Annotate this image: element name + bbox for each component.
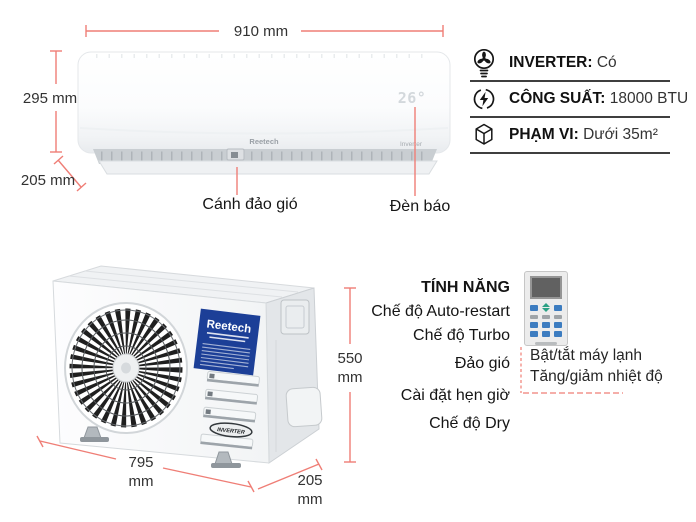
spec-label: CÔNG SUẤT:	[509, 90, 606, 107]
outdoor-unit-graphic: Reetech	[52, 265, 323, 468]
remote-mode-button	[554, 304, 562, 311]
temperature-display: 26°	[398, 89, 427, 107]
outdoor-depth-dimension: 205 mm	[286, 471, 334, 509]
outdoor-height-unit: mm	[337, 369, 363, 386]
remote-button	[554, 322, 562, 328]
feature-swing: Đảo gió	[454, 355, 510, 372]
swing-louver	[98, 160, 438, 175]
outdoor-width-value: 795	[128, 454, 154, 471]
remote-button	[530, 315, 538, 319]
indoor-height-dimension: 295 mm	[22, 90, 78, 107]
indoor-unit-graphic: 26° Reetech Inverter	[77, 51, 451, 175]
outdoor-width-dimension: 795 mm	[117, 453, 165, 491]
outdoor-height-value: 550	[337, 350, 363, 367]
spec-value: Dưới 35m²	[583, 126, 658, 143]
svg-text:INVERTER: INVERTER	[217, 427, 245, 436]
outdoor-height-dimension: 550 mm	[328, 349, 372, 387]
outdoor-depth-unit: mm	[297, 491, 323, 508]
outdoor-vent-slats	[200, 370, 260, 450]
inverter-badge: INVERTER	[209, 422, 253, 438]
remote-power-label: Bật/tắt máy lạnh	[530, 347, 643, 364]
indoor-brand-logo: Reetech	[249, 137, 279, 146]
louver-label: Cánh đảo gió	[202, 196, 298, 213]
power-bolt-icon	[472, 87, 496, 111]
remote-button	[530, 331, 538, 337]
spec-text-coverage: PHẠM VI: Dưới 35m²	[509, 126, 658, 144]
mounting-feet	[80, 426, 241, 468]
dimension-lines	[36, 25, 623, 493]
spec-text-inverter: INVERTER: Có	[509, 54, 617, 72]
remote-screen	[530, 276, 562, 299]
outdoor-width-unit: mm	[128, 473, 154, 490]
fan-grille	[64, 302, 188, 434]
remote-button	[542, 331, 550, 337]
spec-label: INVERTER:	[509, 54, 593, 71]
feature-auto-restart: Chế độ Auto-restart	[371, 303, 510, 320]
feature-timer: Cài đặt hẹn giờ	[400, 387, 510, 404]
spec-text-capacity: CÔNG SUẤT: 18000 BTU	[509, 90, 688, 108]
spec-row-capacity: CÔNG SUẤT: 18000 BTU	[470, 82, 688, 118]
indoor-depth-dimension: 205 mm	[20, 172, 76, 189]
outdoor-depth-value: 205	[297, 472, 323, 489]
remote-button	[554, 315, 562, 319]
pipe-connection-box	[285, 386, 323, 428]
features-title: TÍNH NĂNG	[421, 279, 510, 296]
indicator-light-label: Đèn báo	[389, 198, 451, 215]
remote-button	[530, 322, 538, 328]
spec-value: 18000 BTU	[609, 90, 689, 107]
spec-row-inverter: INVERTER: Có	[470, 46, 670, 82]
remote-power-button	[530, 304, 538, 311]
spec-label: PHẠM VI:	[509, 126, 579, 143]
spec-row-coverage: PHẠM VI: Dưới 35m²	[470, 118, 670, 154]
remote-control	[524, 271, 568, 346]
inverter-bulb-icon	[472, 48, 496, 79]
indoor-series-logo: Inverter	[400, 141, 423, 148]
remote-slide-button	[535, 342, 557, 345]
feature-turbo: Chế độ Turbo	[413, 327, 510, 344]
feature-dry: Chế độ Dry	[429, 415, 510, 432]
coverage-cube-icon	[472, 122, 496, 148]
remote-button	[554, 331, 562, 337]
remote-temp-arrows-icon	[542, 303, 550, 312]
svg-text:Reetech: Reetech	[206, 318, 252, 335]
spec-value: Có	[596, 54, 617, 71]
remote-button	[542, 322, 550, 328]
valve-cover	[280, 299, 310, 335]
remote-temp-label: Tăng/giảm nhiệt độ	[530, 368, 663, 385]
indoor-width-dimension: 910 mm	[233, 23, 289, 40]
spec-list: INVERTER: Có CÔNG SUẤT: 18000 BTU	[470, 46, 688, 154]
outdoor-brand-label: Reetech	[193, 308, 261, 376]
remote-button	[542, 315, 550, 319]
